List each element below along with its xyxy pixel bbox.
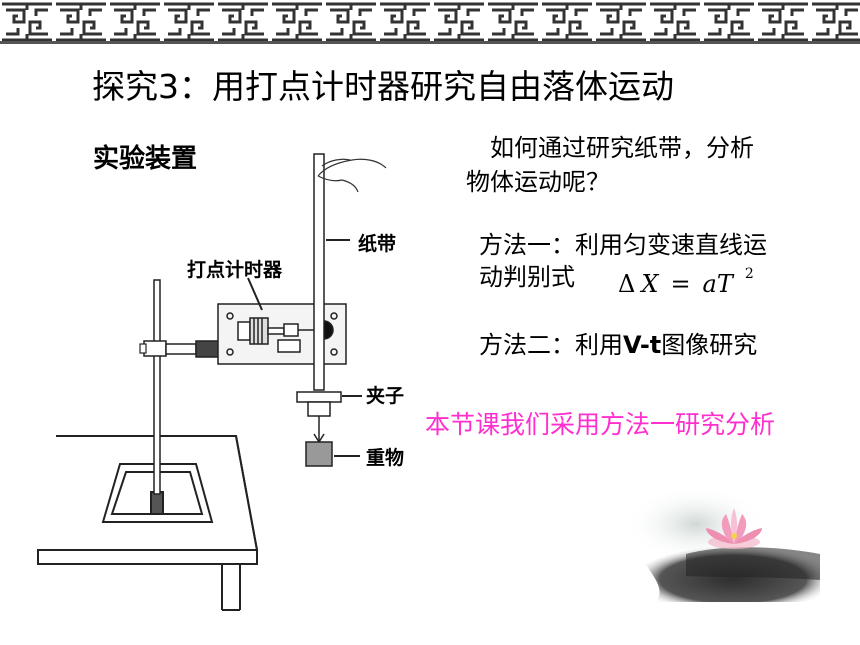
label-timer: 打点计时器	[187, 259, 283, 281]
timer-leader-line	[247, 277, 263, 311]
stand-rod	[153, 279, 161, 495]
label-tape: 纸带	[358, 233, 397, 255]
label-weight: 重物	[366, 447, 405, 469]
stand-arm	[139, 340, 229, 358]
paper-tape	[313, 153, 325, 391]
formula-power: 2	[744, 266, 754, 282]
slide-title: 探究3：用打点计时器研究自由落体运动	[92, 67, 674, 106]
clamp	[296, 391, 342, 444]
method2-suffix: 图像研究	[661, 331, 758, 359]
label-clamp: 夹子	[366, 385, 405, 407]
lotus-painting-decoration	[626, 484, 820, 602]
apparatus-diagram	[37, 153, 387, 611]
hand-holding-tape	[317, 158, 387, 193]
formula-equals: =	[670, 270, 691, 298]
method2-line: 方法二：利用V-t图像研究	[479, 328, 757, 362]
formula-x: X	[641, 270, 659, 298]
question-line-1: 如何通过研究纸带，分析	[490, 134, 754, 162]
method2-prefix: 方法二：利用	[479, 331, 623, 359]
ticker-timer	[217, 303, 347, 365]
method1-line-1: 方法一：利用匀变速直线运	[479, 231, 767, 259]
method1-line-2: 动判别式	[479, 263, 575, 291]
method2-vt: V-t	[623, 331, 662, 359]
formula-at: aT	[702, 270, 733, 298]
question-line-2: 物体运动呢？	[466, 168, 610, 196]
decorative-lattice-border	[0, 0, 860, 44]
weight-mass	[305, 441, 333, 467]
section-label: 实验装置	[93, 144, 198, 174]
highlight-text: 本节课我们采用方法一研究分析	[425, 410, 776, 439]
formula-delta: Δ	[618, 270, 636, 298]
table	[37, 435, 259, 611]
